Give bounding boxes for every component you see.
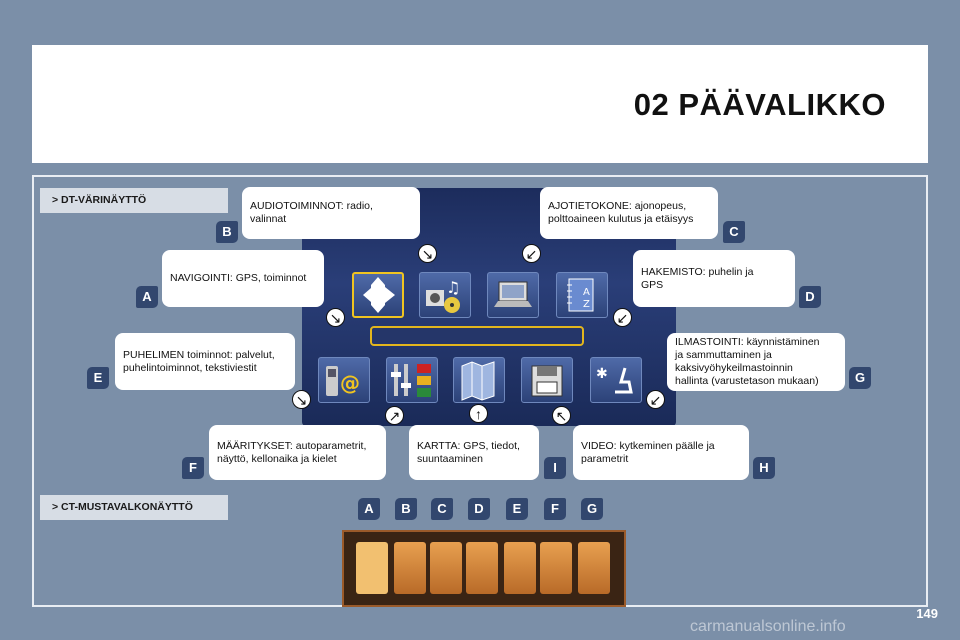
ct-directory-icon[interactable] <box>466 542 498 594</box>
navigation-menu-icon[interactable] <box>352 272 404 318</box>
label-trip-computer: AJOTIETOKONE: ajonopeus,polttoaineen kul… <box>540 187 718 239</box>
arrow-up-left-icon: ↖ <box>552 406 571 425</box>
badge-e: E <box>87 367 109 389</box>
video-menu-icon[interactable] <box>521 357 573 403</box>
label-climate-line-4: hallinta (varustetason mukaan) <box>675 375 819 387</box>
ct-badge-d: D <box>468 498 490 520</box>
radio-music-icon: ♫ <box>426 278 460 313</box>
label-climate-line-3: kaksivyöhykeilmastoinnin <box>675 362 793 374</box>
label-settings: MÄÄRITYKSET: autoparametrit,näyttö, kell… <box>209 425 386 480</box>
settings-menu-icon[interactable] <box>386 357 438 403</box>
ct-monochrome-screen <box>342 530 626 607</box>
label-directory-line-2: GPS <box>641 278 664 291</box>
section-ct-heading: > CT-MUSTAVALKONÄYTTÖ <box>40 495 228 520</box>
label-map-line-2: suuntaaminen <box>417 452 483 465</box>
arrow-up-icon: ↑ <box>469 404 488 423</box>
ct-climate-icon[interactable] <box>578 542 610 594</box>
label-trip-computer-line-2: polttoaineen kulutus ja etäisyys <box>548 213 694 225</box>
badge-h: H <box>753 457 775 479</box>
badge-b: B <box>216 221 238 243</box>
svg-text:✱: ✱ <box>596 366 608 382</box>
label-telephone-line-2: puhelintoiminnot, tekstiviestit <box>123 361 257 374</box>
trip-computer-menu-icon[interactable] <box>487 272 539 318</box>
map-menu-icon[interactable] <box>453 357 505 403</box>
arrow-down-left-icon: ↙ <box>522 244 541 263</box>
page-number: 149 <box>916 606 938 621</box>
laptop-icon <box>494 281 532 307</box>
arrow-down-left-icon: ↙ <box>646 390 665 409</box>
arrow-down-right-icon: ↘ <box>418 244 437 263</box>
label-directory-line-1: HAKEMISTO: puhelin ja <box>641 265 754 278</box>
ct-audio-icon[interactable] <box>394 542 426 594</box>
ct-badge-a: A <box>358 498 380 520</box>
arrow-down-right-icon: ↘ <box>326 308 345 327</box>
label-climate-line-1: ILMASTOINTI: käynnistäminen <box>675 336 820 348</box>
label-audio: AUDIOTOIMINNOT: radio,valinnat <box>242 187 420 239</box>
label-navigation-line-1: NAVIGOINTI: GPS, toiminnot <box>170 272 307 284</box>
section-dt-heading: > DT-VÄRINÄYTTÖ <box>40 188 228 213</box>
badge-c: C <box>723 221 745 243</box>
badge-a: A <box>136 286 158 308</box>
sliders-flags-icon <box>391 364 431 397</box>
ct-badge-f: F <box>544 498 566 520</box>
svg-text:A: A <box>583 287 590 298</box>
arrow-up-right-icon: ↗ <box>385 406 404 425</box>
phone-at-icon: @ <box>326 366 360 396</box>
ct-badge-g: G <box>581 498 603 520</box>
label-audio-line-2: valinnat <box>250 213 287 225</box>
climate-menu-icon[interactable]: ✱ <box>590 357 642 403</box>
watermark: carmanualsonline.info <box>690 618 846 635</box>
audio-menu-icon[interactable]: ♫ <box>419 272 471 318</box>
address-book-icon: AZ <box>567 278 594 312</box>
title-panel: 02 PÄÄVALIKKO <box>32 45 928 163</box>
telephone-menu-icon[interactable]: @ <box>318 357 370 403</box>
svg-text:Z: Z <box>583 299 590 310</box>
svg-text:@: @ <box>340 371 360 395</box>
arrow-down-right-icon: ↘ <box>292 390 311 409</box>
page-title: 02 PÄÄVALIKKO <box>633 87 886 122</box>
label-audio-line-1: AUDIOTOIMINNOT: radio, <box>250 200 373 212</box>
label-video-line-1: VIDEO: kytkeminen päälle ja <box>581 439 715 452</box>
label-telephone: PUHELIMEN toiminnot: palvelut,puhelintoi… <box>115 333 295 390</box>
navigation-arrows-icon <box>363 277 395 313</box>
arrow-down-left-icon: ↙ <box>613 308 632 327</box>
label-telephone-line-1: PUHELIMEN toiminnot: palvelut, <box>123 348 275 361</box>
badge-g: G <box>849 367 871 389</box>
label-settings-line-1: MÄÄRITYKSET: autoparametrit, <box>217 439 367 452</box>
ct-telephone-icon[interactable] <box>504 542 536 594</box>
svg-text:♫: ♫ <box>446 278 460 297</box>
screen-status-bar <box>370 326 584 346</box>
ct-trip-computer-icon[interactable] <box>430 542 462 594</box>
ct-navigation-icon[interactable] <box>356 542 388 594</box>
folded-map-icon <box>461 361 495 401</box>
badge-f: F <box>182 457 204 479</box>
floppy-disk-icon <box>531 365 563 397</box>
label-map: KARTTA: GPS, tiedot,suuntaaminen <box>409 425 539 480</box>
ct-badge-e: E <box>506 498 528 520</box>
ct-badge-c: C <box>431 498 453 520</box>
badge-i: I <box>544 457 566 479</box>
label-video-line-2: parametrit <box>581 452 629 465</box>
badge-d: D <box>799 286 821 308</box>
label-navigation: NAVIGOINTI: GPS, toiminnot <box>162 250 324 307</box>
climate-seat-icon: ✱ <box>596 366 633 394</box>
ct-settings-icon[interactable] <box>540 542 572 594</box>
label-map-line-1: KARTTA: GPS, tiedot, <box>417 439 520 452</box>
label-trip-computer-line-1: AJOTIETOKONE: ajonopeus, <box>548 200 687 212</box>
ct-badge-b: B <box>395 498 417 520</box>
label-settings-line-2: näyttö, kellonaika ja kielet <box>217 452 337 465</box>
label-climate-line-2: ja sammuttaminen ja <box>675 349 772 361</box>
